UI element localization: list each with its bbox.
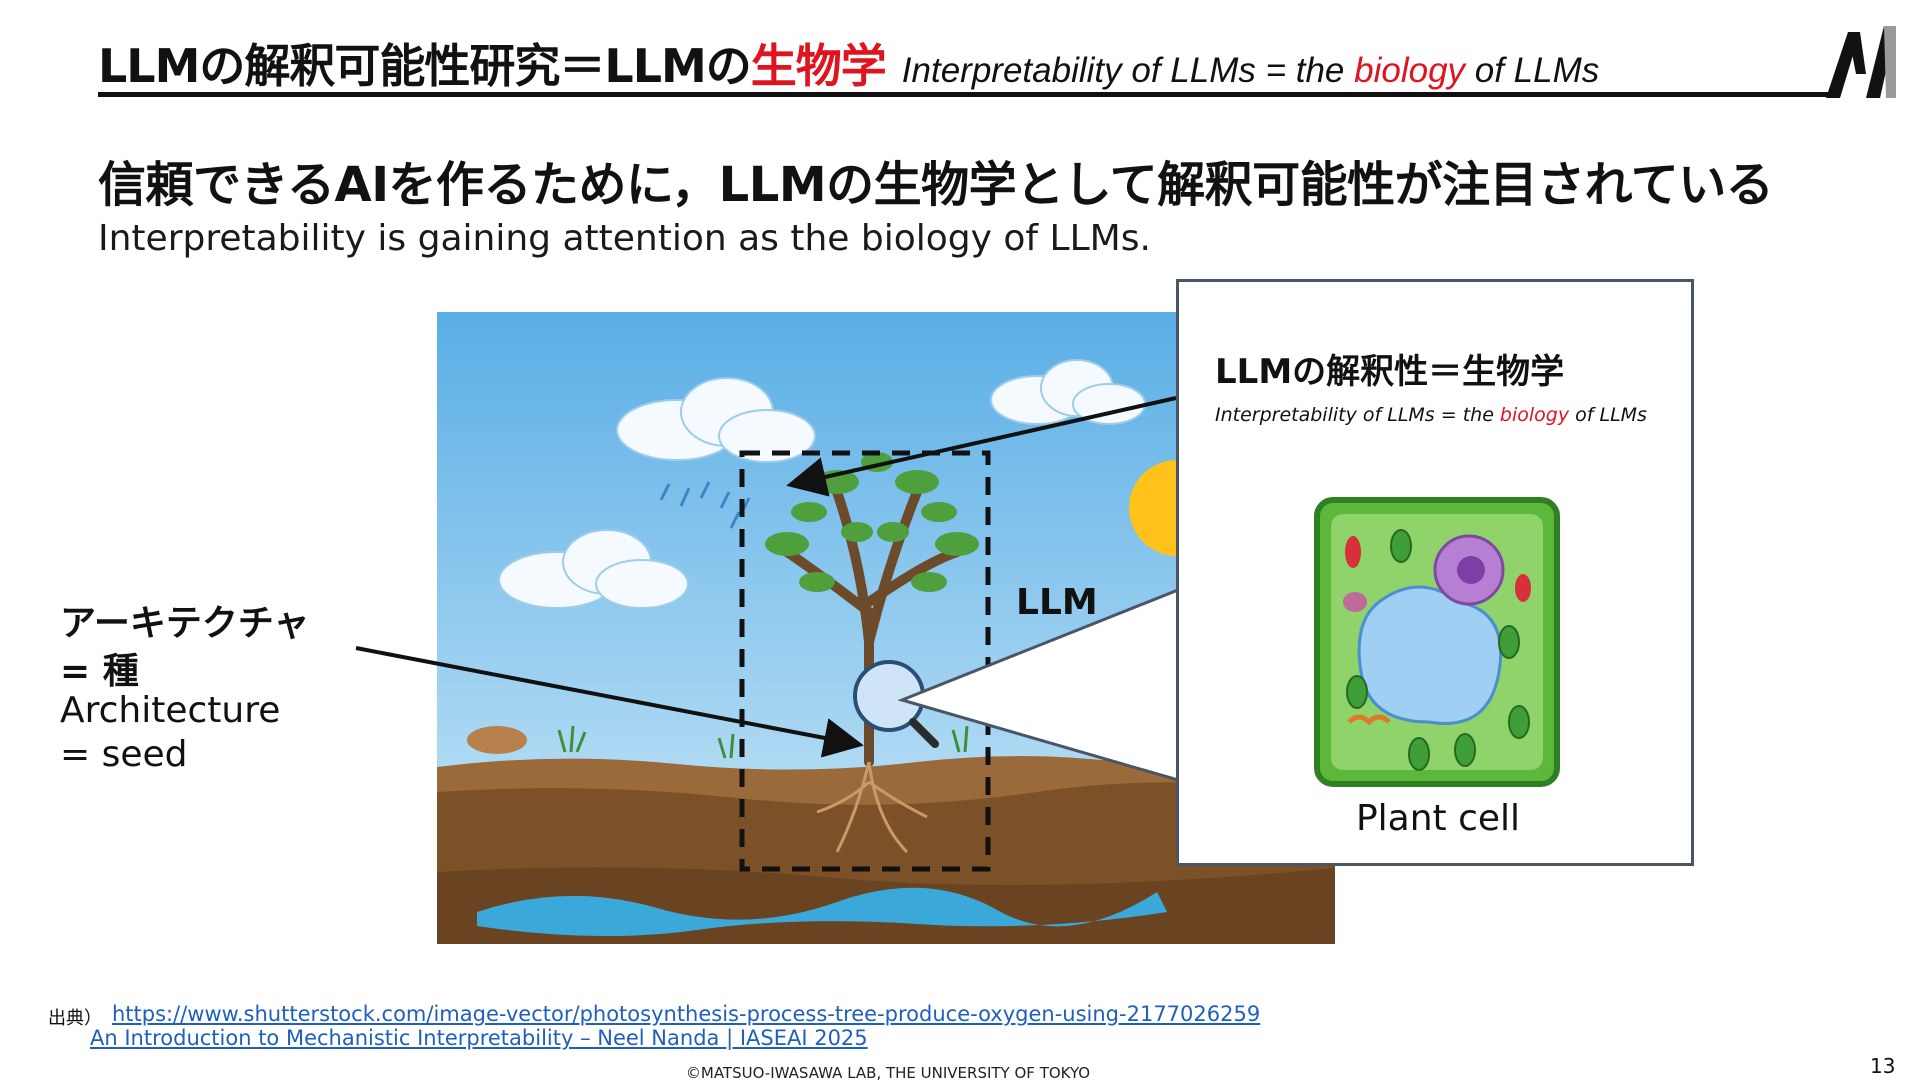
- title-en-post: of LLMs: [1465, 51, 1599, 90]
- plant-cell-icon: [1309, 492, 1565, 792]
- heading-jp: 信頼できるAIを作るために，LLMの生物学として解釈可能性が注目されている: [98, 145, 1773, 215]
- copyright: ©MATSUO-IWASAWA LAB, THE UNIVERSITY OF T…: [0, 1064, 1776, 1082]
- callout-sub-highlight: biology: [1500, 404, 1569, 426]
- callout-box: LLMの解釈性＝生物学 Interpretability of LLMs = t…: [1176, 279, 1694, 866]
- callout-sub-pre: Interpretability of LLMs = the: [1215, 404, 1500, 426]
- title-jp: LLMの解釈可能性研究＝LLMの: [98, 39, 751, 93]
- heading-en: Interpretability is gaining attention as…: [98, 218, 1151, 259]
- plant-cell-label: Plant cell: [1179, 798, 1697, 839]
- source-link-shutterstock[interactable]: https://www.shutterstock.com/image-vecto…: [112, 1002, 1260, 1026]
- lab-logo: [1826, 24, 1896, 98]
- architecture-label-jp: アーキテクチャ: [60, 594, 309, 646]
- callout-sub-post: of LLMs: [1569, 404, 1647, 426]
- page-number: 13: [1870, 1054, 1895, 1078]
- title-en: Interpretability of LLMs = the biology o…: [902, 51, 1599, 90]
- source-link-neel-nanda[interactable]: An Introduction to Mechanistic Interpret…: [90, 1026, 868, 1050]
- title-underline: [98, 92, 1832, 97]
- llm-label: LLM: [1016, 582, 1098, 623]
- title-en-pre: Interpretability of LLMs = the: [902, 51, 1354, 90]
- architecture-label-en: Architecture: [60, 690, 280, 731]
- slide-title: LLMの解釈可能性研究＝LLMの生物学 Interpretability of L…: [98, 30, 1838, 90]
- title-jp-highlight: 生物学: [751, 39, 886, 93]
- title-en-highlight: biology: [1354, 51, 1465, 90]
- seed-label-en: = seed: [60, 734, 188, 775]
- seed-label-jp: = 種: [60, 642, 139, 694]
- callout-subtitle: Interpretability of LLMs = the biology o…: [1215, 404, 1647, 426]
- callout-title: LLMの解釈性＝生物学: [1215, 344, 1564, 393]
